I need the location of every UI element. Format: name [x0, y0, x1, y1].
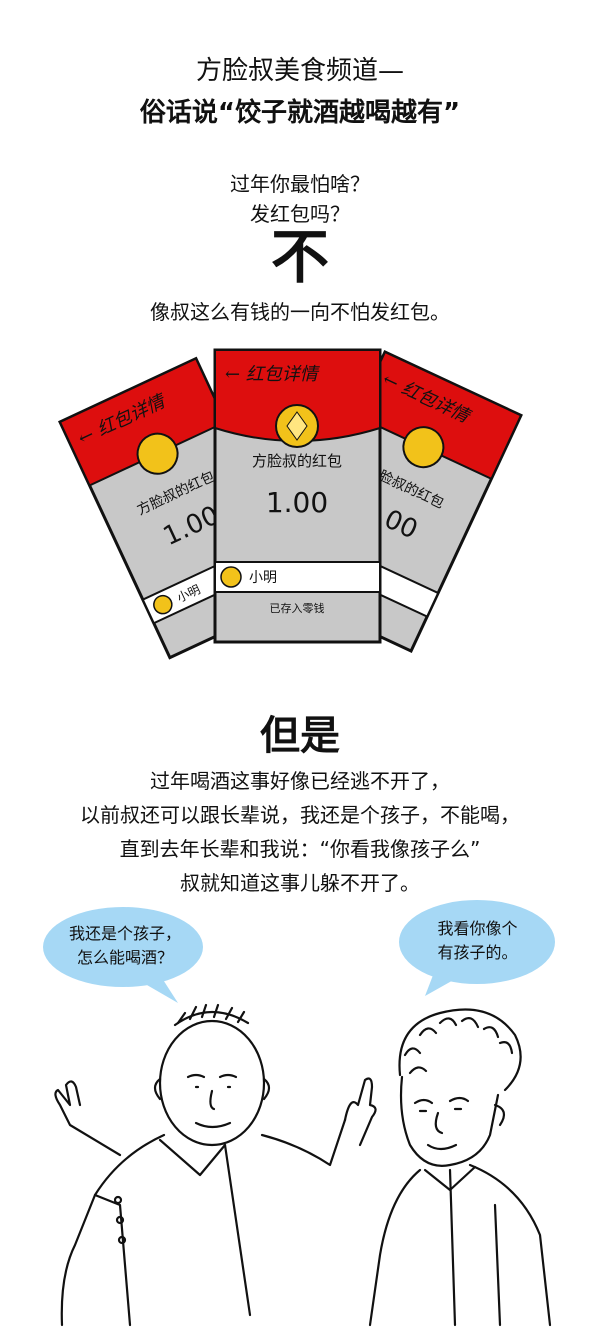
left-speech-bubble [43, 907, 203, 1003]
right-character [368, 1008, 552, 1327]
right-coin-icon [402, 426, 445, 469]
right-bubble-line-1: 我看你像个 [437, 919, 518, 938]
statement: 像叔这么有钱的一向不怕发红包。 [150, 300, 450, 324]
section-line-2: 以前叔还可以跟长辈说，我还是个孩子，不能喝， [80, 803, 520, 827]
section-heading: 但是 [260, 713, 340, 759]
title-line-2: 俗话说“饺子就酒越喝越有” [139, 98, 461, 128]
section-line-3: 直到去年长辈和我说：“你看我像孩子么” [119, 837, 481, 861]
center-receiver: 小明 [249, 570, 277, 586]
characters-illustration [54, 1003, 552, 1327]
center-phone: ← 红包详情 方脸叔的红包 1.00 小明 已存入零钱 [213, 348, 382, 644]
left-bubble-line-2: 怎么能喝酒？ [76, 948, 173, 967]
right-bubble-text: 我看你像个 有孩子的。 [405, 917, 550, 965]
center-sender: 方脸叔的红包 [252, 452, 342, 470]
receiver-avatar-icon [220, 566, 242, 588]
title-line-1: 方脸叔美食频道— [195, 56, 404, 86]
question-1: 过年你最怕啥？ [230, 172, 370, 196]
center-header-label: ← 红包详情 [225, 364, 321, 385]
left-bubble-text: 我还是个孩子， 怎么能喝酒？ [50, 922, 200, 970]
question-2: 发红包吗？ [250, 202, 350, 226]
left-character [54, 1003, 377, 1327]
center-footer-note: 已存入零钱 [270, 601, 325, 615]
big-no: 不 [270, 223, 329, 291]
red-packet-illustration: ← 红包详情 方脸叔的红包 1.00 小明 ← 红包详情 方脸叔的红包 1.00… [58, 348, 523, 660]
center-amount: 1.00 [266, 486, 328, 519]
right-speech-bubble [399, 900, 555, 996]
section-line-1: 过年喝酒这事好像已经逃不开了， [150, 769, 450, 793]
right-bubble-line-2: 有孩子的。 [437, 943, 518, 962]
left-bubble-line-1: 我还是个孩子， [68, 924, 181, 943]
left-coin-icon [136, 432, 179, 475]
section-line-4: 叔就知道这事儿躲不开了。 [180, 871, 420, 895]
